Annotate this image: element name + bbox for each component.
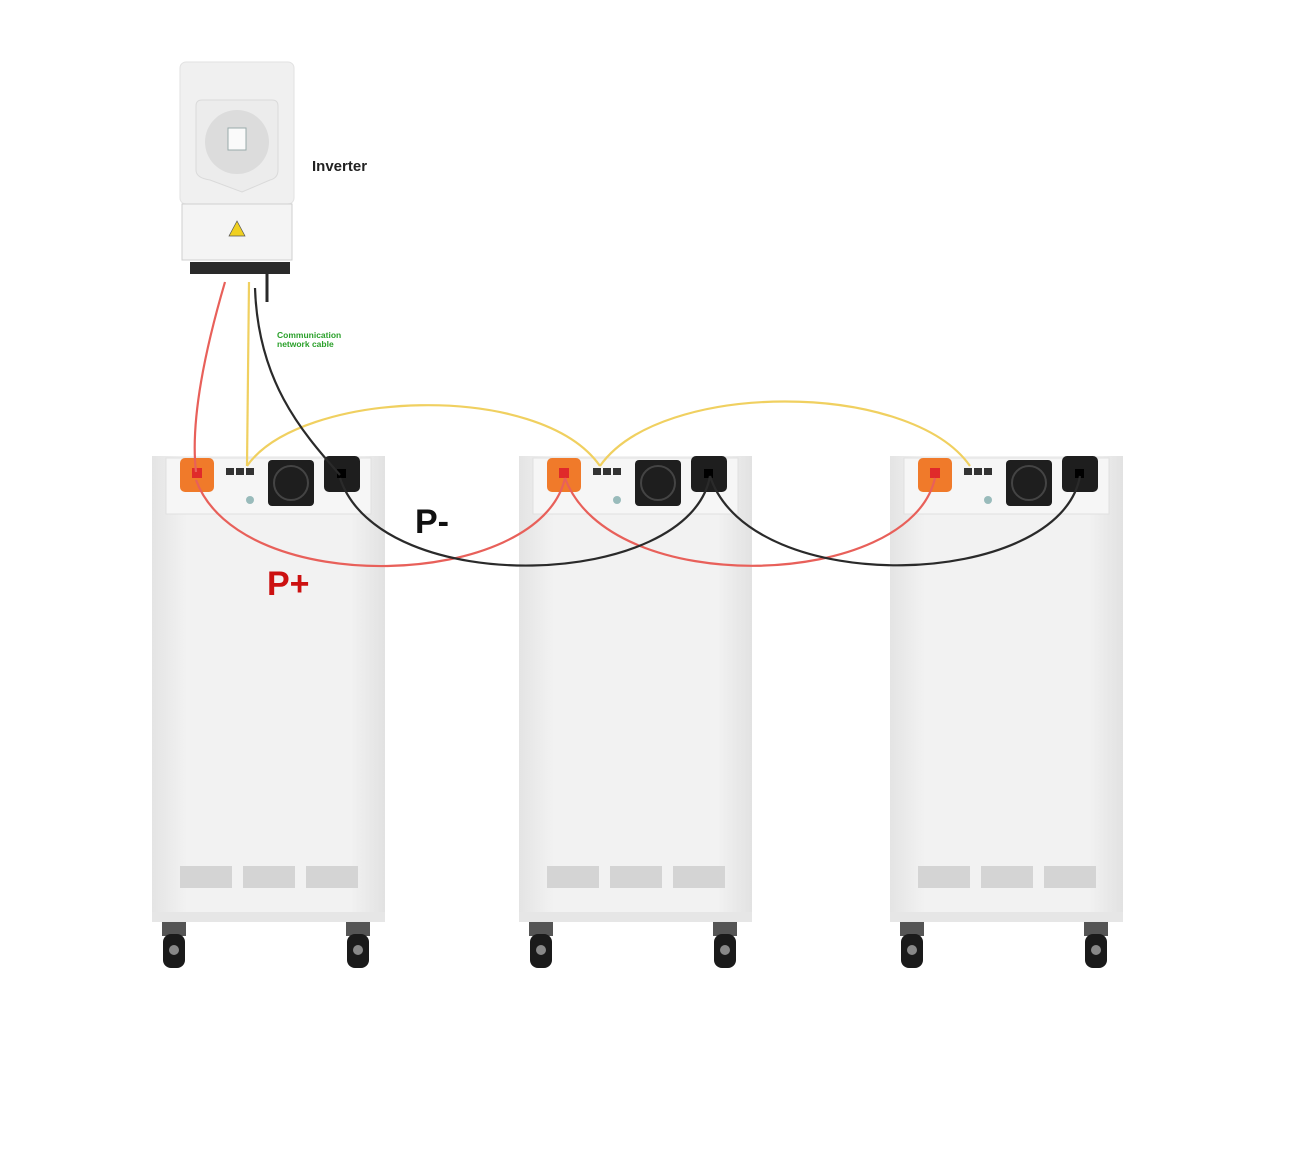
negative-terminal	[704, 469, 713, 478]
comm-port	[593, 468, 601, 475]
vent-grille	[673, 866, 725, 888]
battery-body	[519, 456, 752, 922]
fan-icon	[273, 465, 309, 501]
p-plus-label: P+	[267, 565, 310, 603]
battery-cabinet	[890, 456, 1123, 968]
inverter-ports	[190, 262, 290, 274]
comm-port	[974, 468, 982, 475]
vent-grille	[981, 866, 1033, 888]
comm-cable-inverter	[245, 281, 251, 467]
p-minus-label: P-	[415, 503, 449, 541]
positive-terminal	[559, 468, 569, 478]
battery-base	[890, 912, 1123, 922]
comm-cable-link-2	[599, 400, 971, 467]
comm-port	[964, 468, 972, 475]
battery-base	[152, 912, 385, 922]
vent-grille	[547, 866, 599, 888]
positive-cable-link-2	[563, 477, 937, 567]
wheel-hub	[169, 945, 179, 955]
comm-port	[236, 468, 244, 475]
battery-body	[152, 456, 385, 922]
inverter-label: Inverter	[312, 158, 367, 175]
fan-icon	[640, 465, 676, 501]
battery-base	[519, 912, 752, 922]
vent-grille	[610, 866, 662, 888]
wheel-hub	[720, 945, 730, 955]
status-indicator	[984, 496, 992, 504]
wheel-hub	[536, 945, 546, 955]
wheel-hub	[907, 945, 917, 955]
positive-terminal	[192, 468, 202, 478]
warning-icon	[228, 220, 246, 237]
status-indicator	[613, 496, 621, 504]
vent-grille	[306, 866, 358, 888]
inverter	[179, 61, 295, 302]
wheel-hub	[1091, 945, 1101, 955]
comm-cable-label-line1: Communication	[277, 330, 341, 340]
negative-cable-inverter	[253, 287, 341, 476]
fan-icon	[1011, 465, 1047, 501]
caster-bracket	[713, 922, 737, 936]
negative-cable-link-1	[338, 475, 712, 567]
negative-cable-link-2	[708, 475, 1082, 567]
caster-bracket	[529, 922, 553, 936]
comm-port	[984, 468, 992, 475]
status-indicator	[246, 496, 254, 504]
caster-bracket	[1084, 922, 1108, 936]
negative-terminal	[337, 469, 346, 478]
positive-terminal	[930, 468, 940, 478]
caster-bracket	[346, 922, 370, 936]
comm-port	[226, 468, 234, 475]
comm-port	[246, 468, 254, 475]
wheel-hub	[353, 945, 363, 955]
vent-grille	[918, 866, 970, 888]
positive-cable-inverter	[193, 281, 227, 473]
vent-grille	[1044, 866, 1096, 888]
vent-grille	[180, 866, 232, 888]
caster-bracket	[900, 922, 924, 936]
comm-port	[613, 468, 621, 475]
battery-cabinet	[519, 456, 752, 968]
positive-cable-link-1	[194, 477, 567, 568]
battery-cabinet	[152, 456, 385, 968]
comm-cable-label-line2: network cable	[277, 339, 334, 349]
caster-bracket	[162, 922, 186, 936]
comm-cable-link-1	[246, 404, 601, 467]
negative-terminal	[1075, 469, 1084, 478]
battery-body	[890, 456, 1123, 922]
comm-port	[603, 468, 611, 475]
vent-grille	[243, 866, 295, 888]
